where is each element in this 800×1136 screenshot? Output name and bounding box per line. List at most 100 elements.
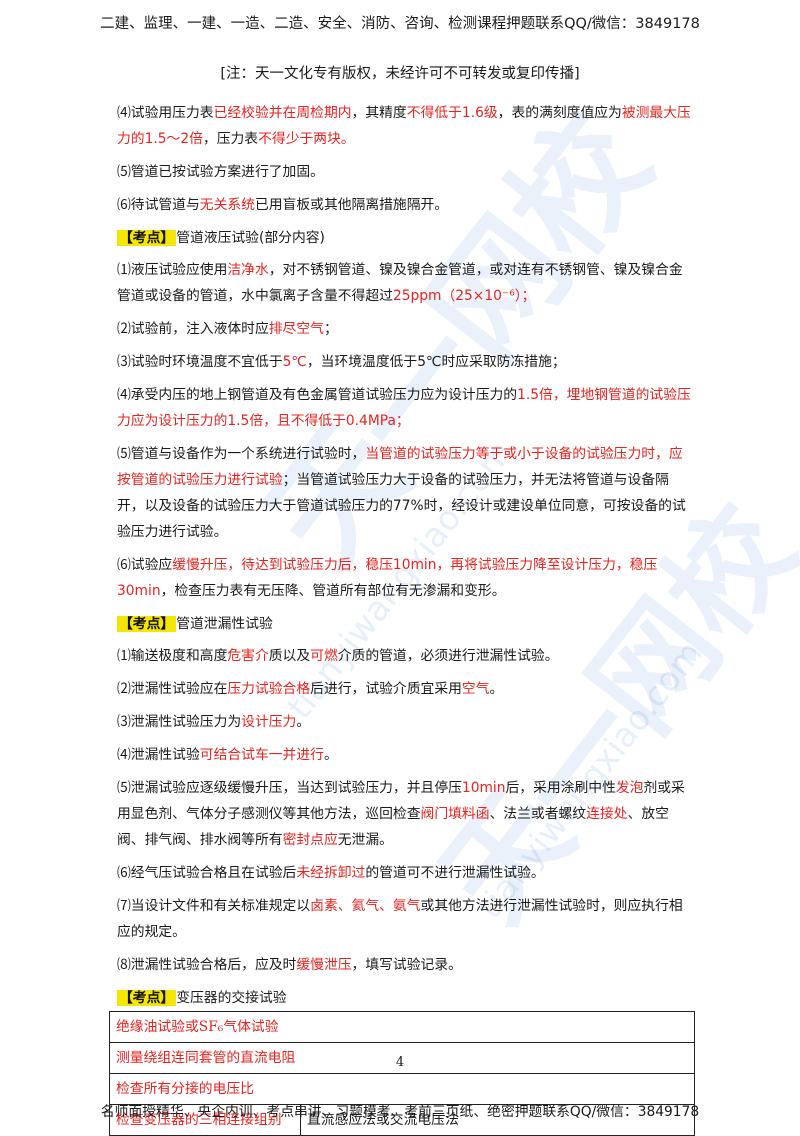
highlight-text: 无关系统 bbox=[199, 197, 255, 213]
list-item: ⑸泄漏试验应逐级缓慢升压，当达到试验压力，并且停压10min后，采用涂刷中性发泡… bbox=[117, 775, 692, 853]
body-text: ⑸管道与设备作为一个系统进行试验时， bbox=[117, 446, 366, 462]
list-item: ⑻泄漏性试验合格后，应及时缓慢泄压，填写试验记录。 bbox=[117, 952, 692, 978]
table-cell: 测量绕组连同套管的直流电阻 bbox=[109, 1042, 695, 1074]
section-heading: 【考点】管道泄漏性试验 bbox=[117, 611, 692, 637]
list-item: ⑵试验前，注入液体时应排尽空气； bbox=[117, 316, 692, 342]
highlight-text: 洁净水 bbox=[227, 262, 269, 278]
body-text: 质以及 bbox=[268, 648, 311, 664]
highlight-text: 25ppm（25×10⁻⁶）； bbox=[392, 288, 536, 304]
body-text: ，其精度 bbox=[351, 105, 407, 121]
body-text: ⑹经气压试验合格且在试验后 bbox=[117, 865, 297, 881]
body-text: ⑸管道已按试验方案进行了加固。 bbox=[117, 164, 324, 180]
section-title: 变压器的交接试验 bbox=[176, 990, 287, 1006]
highlight-text: 设计压力 bbox=[241, 714, 297, 730]
body-text: 的管道可不进行泄漏性试验。 bbox=[365, 865, 545, 881]
highlight-text: 危害介 bbox=[227, 648, 269, 664]
highlight-text: 卤素、氦气、氨气 bbox=[310, 898, 421, 914]
body-text: 。 bbox=[296, 714, 311, 730]
body-text: ⑷承受内压的地上钢管道及有色金属管道试验压力应为设计压力的 bbox=[117, 387, 518, 403]
body-text: 后进行，试验介质宜采用 bbox=[310, 681, 462, 697]
highlight-text: 未经拆卸过 bbox=[296, 865, 366, 881]
highlight-text: 可燃 bbox=[310, 648, 338, 664]
body-text: ⑵试验前，注入液体时应 bbox=[117, 321, 269, 337]
body-text: ⑹待试管道与 bbox=[117, 197, 200, 213]
body-text: ； bbox=[323, 321, 338, 337]
section-heading: 【考点】管道液压试验(部分内容) bbox=[117, 225, 692, 251]
list-item: ⑴液压试验应使用洁净水，对不锈钢管道、镍及镍合金管道，或对连有不锈钢管、镍及镍合… bbox=[117, 257, 692, 309]
hydrostatic-test-items: ⑴液压试验应使用洁净水，对不锈钢管道、镍及镍合金管道，或对连有不锈钢管、镍及镍合… bbox=[117, 257, 692, 604]
page-number: 4 bbox=[395, 1055, 405, 1070]
table-row: 检查所有分接的电压比 bbox=[109, 1073, 695, 1105]
highlight-text: 被测最大压力的1.5～2倍 bbox=[117, 105, 691, 147]
body-text: ⑸泄漏试验应逐级缓慢升压，当达到试验压力，并且停压 bbox=[117, 780, 462, 796]
header-contact-line: 二建、监理、一建、一造、二造、安全、消防、咨询、检测课程押题联系QQ/微信：38… bbox=[100, 16, 700, 32]
body-text: ，当环境温度低于5℃时应采取防冻措施； bbox=[306, 354, 566, 370]
highlight-text: 已经校验并在周检期内 bbox=[213, 105, 352, 121]
list-item: ⑵泄漏性试验应在压力试验合格后进行，试验介质宜采用空气。 bbox=[117, 676, 692, 702]
table-row: 测量绕组连同套管的直流电阻 bbox=[109, 1042, 695, 1074]
body-text: ⑻泄漏性试验合格后，应及时 bbox=[117, 957, 297, 973]
kaodian-tag: 【考点】 bbox=[117, 990, 177, 1006]
list-item: ⑸管道已按试验方案进行了加固。 bbox=[117, 159, 692, 185]
body-text: ⑶试验时环境温度不宜低于 bbox=[117, 354, 283, 370]
body-text: 。 bbox=[489, 681, 504, 697]
body-text: ，填写试验记录。 bbox=[351, 957, 462, 973]
body-text: ⑶泄漏性试验压力为 bbox=[117, 714, 242, 730]
list-item: ⑶试验时环境温度不宜低于5℃，当环境温度低于5℃时应采取防冻措施； bbox=[117, 349, 692, 375]
body-text: ⑺当设计文件和有关标准规定以 bbox=[117, 898, 311, 914]
section-title: 管道泄漏性试验 bbox=[176, 616, 273, 632]
body-text: ⑵泄漏性试验应在 bbox=[117, 681, 228, 697]
leak-test-items: ⑴输送极度和高度危害介质以及可燃介质的管道，必须进行泄漏性试验。 ⑵泄漏性试验应在… bbox=[117, 643, 692, 978]
body-text: ⑷泄漏性试验 bbox=[117, 747, 200, 763]
body-text: 后，采用涂刷中性 bbox=[505, 780, 616, 796]
highlight-text: 缓慢泄压 bbox=[296, 957, 352, 973]
body-text: ，压力表 bbox=[202, 131, 259, 147]
highlight-text: 密封点应 bbox=[282, 832, 338, 848]
body-text: 无泄漏。 bbox=[337, 832, 393, 848]
body-text: 或其他方法进行泄漏性试验时，则应执行相应的规定。 bbox=[117, 898, 683, 940]
kaodian-tag: 【考点】 bbox=[117, 616, 177, 632]
list-item: ⑹试验应缓慢升压，待达到试验压力后，稳压10min，再将试验压力降至设计压力，稳… bbox=[117, 552, 692, 604]
list-item: ⑹待试管道与无关系统已用盲板或其他隔离措施隔开。 bbox=[117, 192, 692, 218]
body-text: 剂或采用显色剂、气体分子感测仪等其他方法，巡回检查 bbox=[117, 780, 685, 822]
highlight-text: 5℃ bbox=[282, 354, 307, 370]
section-heading: 【考点】变压器的交接试验 bbox=[117, 985, 692, 1011]
highlight-text: 空气 bbox=[461, 681, 490, 697]
highlight-text: 1.5倍，埋地钢管道的试验压力应为设计压力的1.5倍，且不得低于0.4MPa； bbox=[117, 387, 691, 429]
body-text: ，对不锈钢管道、镍及镍合金管道，或对连有不锈钢管、镍及镍合金管道或设备的管道，水… bbox=[117, 262, 683, 304]
list-item: ⑸管道与设备作为一个系统进行试验时，当管道的试验压力等于或小于设备的试验压力时，… bbox=[117, 441, 692, 545]
list-item: ⑴输送极度和高度危害介质以及可燃介质的管道，必须进行泄漏性试验。 bbox=[117, 643, 692, 669]
table-cell: 绝缘油试验或SF₆气体试验 bbox=[109, 1011, 695, 1043]
body-text: 、法兰或者螺纹 bbox=[489, 806, 587, 822]
copyright-notice: [注：天一文化专有版权，未经许可不可转发或复印传播] bbox=[220, 66, 580, 82]
kaodian-tag: 【考点】 bbox=[117, 230, 177, 246]
body-text: 。 bbox=[323, 747, 338, 763]
highlight-text: 当管道的试验压力等于或小于设备的试验压力时，应按管道的试验压力进行试验 bbox=[117, 446, 683, 488]
body-text: 介质的管道，必须进行泄漏性试验。 bbox=[337, 648, 559, 664]
highlight-text: 阀门填料函 bbox=[420, 806, 490, 822]
list-item: ⑹经气压试验合格且在试验后未经拆卸过的管道可不进行泄漏性试验。 bbox=[117, 860, 692, 886]
body-text: ⑴输送极度和高度 bbox=[117, 648, 228, 664]
body-text: ，表的满刻度值应为 bbox=[497, 105, 622, 121]
section-title: 管道液压试验(部分内容) bbox=[176, 230, 325, 246]
highlight-text: 压力试验合格 bbox=[227, 681, 311, 697]
highlight-text: 10min bbox=[461, 780, 506, 796]
list-item: ⑺当设计文件和有关标准规定以卤素、氦气、氨气或其他方法进行泄漏性试验时，则应执行… bbox=[117, 893, 692, 945]
list-item: ⑷泄漏性试验可结合试车一并进行。 bbox=[117, 742, 692, 768]
highlight-text: 缓慢升压，待达到试验压力后，稳压10min，再将试验压力降至设计压力，稳压30m… bbox=[117, 557, 658, 599]
list-item: ⑶泄漏性试验压力为设计压力。 bbox=[117, 709, 692, 735]
body-text: ，检查压力表有无压降、管道所有部位有无渗漏和变形。 bbox=[160, 583, 506, 599]
body-text: ⑹试验应 bbox=[117, 557, 173, 573]
highlight-text: 发泡 bbox=[615, 780, 644, 796]
highlight-text: 连接处 bbox=[586, 806, 628, 822]
table-cell: 检查所有分接的电压比 bbox=[109, 1073, 695, 1105]
body-text: ⑷试验用压力表 bbox=[117, 105, 214, 121]
body-text: ；当管道试验压力大于设备的试验压力，并无法将管道与设备隔开，以及设备的试验压力大… bbox=[117, 472, 686, 540]
list-item: ⑷试验用压力表已经校验并在周检期内，其精度不得低于1.6级，表的满刻度值应为被测… bbox=[117, 100, 692, 152]
body-text: 已用盲板或其他隔离措施隔开。 bbox=[254, 197, 449, 213]
footer-contact-line: 名师面授精华、央企内训、考点串讲、习题模考、考前三页纸、绝密押题联系QQ/微信：… bbox=[100, 1104, 700, 1120]
transformer-test-table: 绝缘油试验或SF₆气体试验 测量绕组连同套管的直流电阻 检查所有分接的电压比 检… bbox=[109, 1011, 695, 1136]
highlight-text: 排尽空气 bbox=[268, 321, 324, 337]
body-text: 、放空阀、排气阀、排水阀等所有 bbox=[117, 806, 669, 848]
intro-items: ⑷试验用压力表已经校验并在周检期内，其精度不得低于1.6级，表的满刻度值应为被测… bbox=[117, 100, 692, 218]
